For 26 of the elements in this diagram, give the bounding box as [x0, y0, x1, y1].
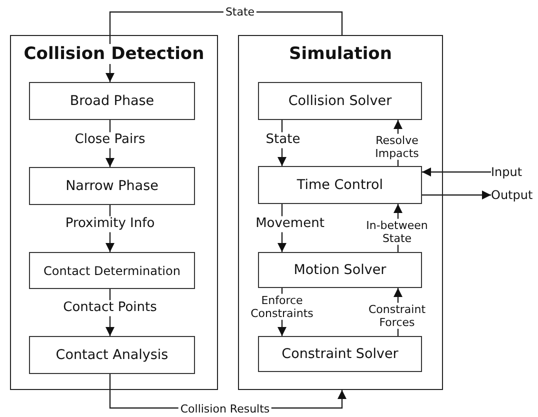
- edge-label: Collision Results: [178, 402, 272, 416]
- process-box: [29, 336, 195, 374]
- edge-label: State: [264, 132, 302, 148]
- box-label: Narrow Phase: [66, 178, 158, 194]
- process-box: [258, 166, 422, 204]
- arrow: [422, 168, 491, 176]
- io-label: Input: [491, 165, 522, 179]
- process-box: [29, 82, 195, 120]
- box-label: Motion Solver: [294, 262, 386, 278]
- process-box: [29, 167, 195, 205]
- process-box: [29, 252, 195, 289]
- box-label: Constraint Solver: [282, 346, 398, 362]
- process-box: [258, 82, 422, 120]
- box-label: Time Control: [296, 177, 384, 193]
- box-label: Contact Determination: [44, 264, 180, 278]
- io-label: Output: [491, 188, 533, 202]
- edge-label: Movement: [254, 216, 326, 232]
- box-label: Collision Solver: [288, 93, 392, 109]
- box-label: Contact Analysis: [56, 347, 168, 363]
- arrow: [422, 190, 491, 200]
- process-box: [258, 252, 422, 288]
- box-label: Broad Phase: [70, 93, 154, 109]
- process-box: [258, 336, 422, 372]
- edge-label: State: [223, 5, 257, 19]
- edge-label: Contact Points: [61, 300, 159, 316]
- edge-label: Close Pairs: [72, 132, 148, 148]
